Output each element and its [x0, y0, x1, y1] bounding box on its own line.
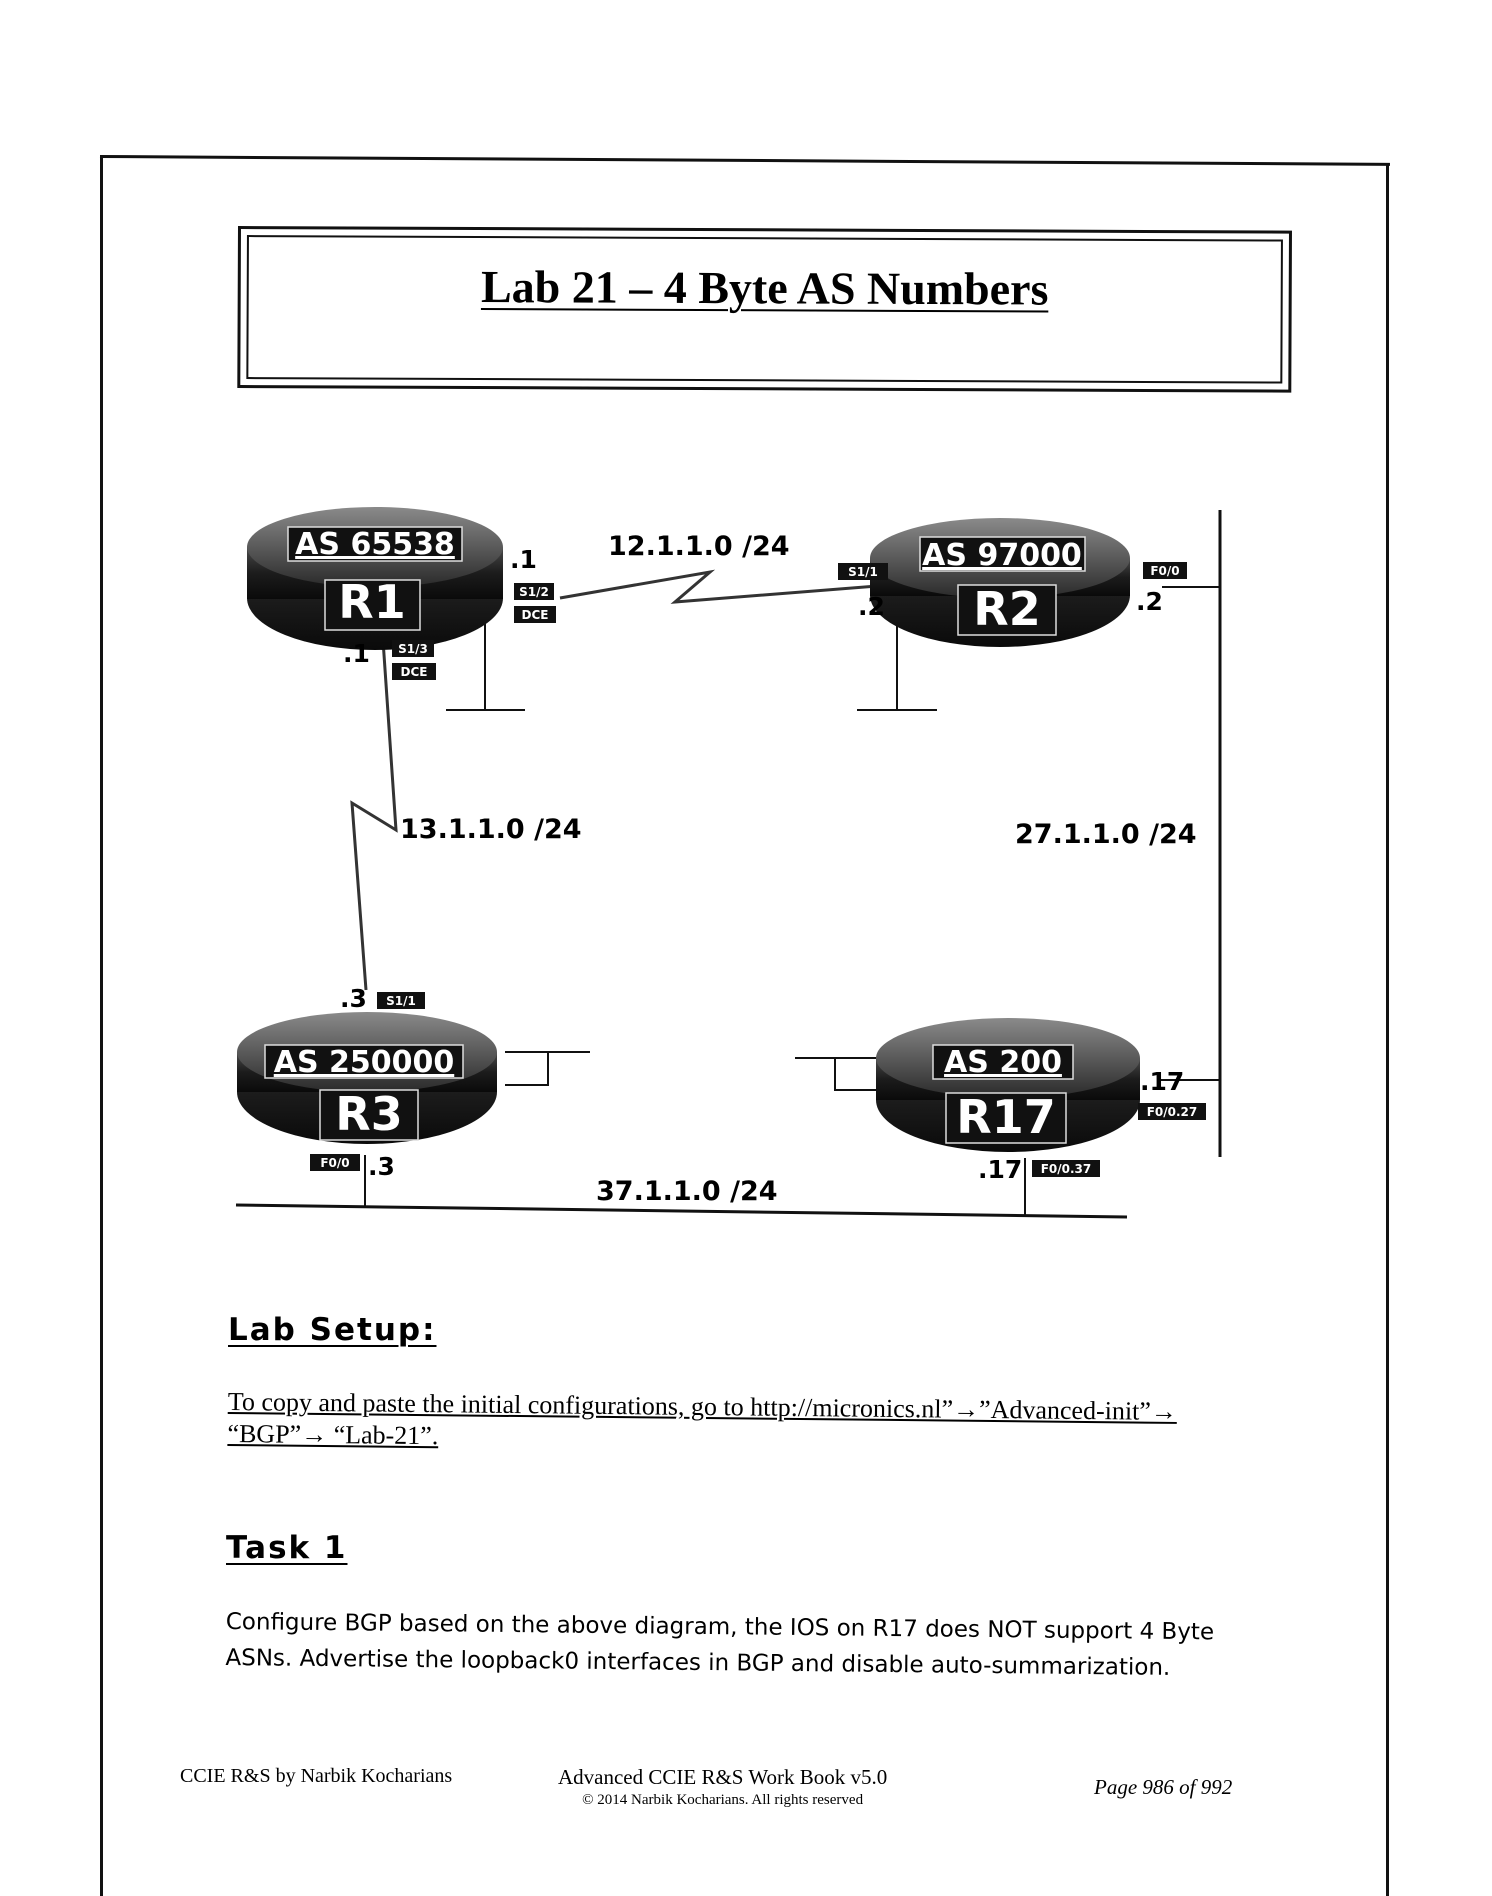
r2-as-label: AS 97000 [922, 538, 1082, 573]
network-label-12: 12.1.1.0 /24 [608, 531, 790, 562]
r1-name: R1 [338, 575, 405, 629]
network-label-37: 37.1.1.0 /24 [596, 1176, 778, 1207]
r2-s11-tag: S1/1 [848, 565, 878, 579]
r1-s12-ip: .1 [510, 545, 537, 574]
r3-name: R3 [335, 1087, 402, 1141]
r17-f037-tag: F0/0.37 [1041, 1162, 1092, 1176]
r1-s12-tag: S1/2 [519, 585, 549, 599]
link-r1-r2-serial [559, 569, 891, 604]
r1-loopback-stub [446, 618, 525, 711]
footer-copyright: © 2014 Narbik Kocharians. All rights res… [582, 1792, 864, 1808]
page-frame-right [1386, 164, 1389, 1896]
footer-author: CCIE R&S by Narbik Kocharians [180, 1765, 453, 1787]
r3-as-label: AS 250000 [274, 1045, 455, 1080]
router-r17 [876, 1018, 1140, 1152]
footer-book-title: Advanced CCIE R&S Work Book v5.0 [558, 1765, 888, 1789]
r2-name: R2 [973, 582, 1040, 636]
footer-book: Advanced CCIE R&S Work Book v5.0 © 2014 … [558, 1765, 887, 1809]
link-r3-r17-ethernet [235, 1203, 1128, 1219]
lab-setup-text: To copy and paste the initial configurat… [227, 1387, 1178, 1451]
r17-as-label: AS 200 [944, 1045, 1062, 1080]
task1-heading: Task 1 [226, 1530, 348, 1566]
task1-text: Configure BGP based on the above diagram… [225, 1608, 1215, 1681]
r1-s12-dce-tag: DCE [522, 608, 549, 622]
link-r1-r3-serial [350, 639, 398, 991]
network-topology-diagram: AS 65538 R1 AS 97000 R2 AS 250000 R3 AS … [235, 507, 1222, 1219]
r3-s11-ip: .3 [340, 984, 367, 1013]
r1-s13-dce-tag: DCE [401, 665, 428, 679]
network-label-13: 13.1.1.0 /24 [400, 814, 582, 845]
r2-f00-tag: F0/0 [1150, 564, 1179, 578]
router-r1 [247, 507, 503, 650]
r17-f027-ip: .17 [1140, 1067, 1184, 1096]
footer-page-number: Page 986 of 992 [1094, 1775, 1233, 1799]
r2-f00-ip: .2 [1136, 587, 1163, 616]
r3-loopback-stub [505, 1051, 590, 1086]
r2-loopback-stub [857, 620, 937, 711]
r2-s11-ip: .2 [858, 592, 885, 621]
router-r2 [870, 518, 1130, 647]
r17-f037-ip: .17 [978, 1155, 1022, 1184]
r3-s11-tag: S1/1 [386, 994, 416, 1008]
r3-f00-ip: .3 [368, 1152, 395, 1181]
r3-f00-tag: F0/0 [320, 1156, 349, 1170]
r17-name: R17 [956, 1090, 1055, 1144]
network-label-27: 27.1.1.0 /24 [1015, 819, 1197, 850]
router-r3 [237, 1012, 497, 1144]
r1-s13-tag: S1/3 [398, 642, 428, 656]
lab-setup-heading: Lab Setup: [228, 1312, 437, 1348]
r1-as-label: AS 65538 [295, 527, 455, 562]
r17-f027-tag: F0/0.27 [1147, 1105, 1198, 1119]
page-frame-left [100, 156, 103, 1896]
r1-s13-ip: .1 [343, 639, 370, 668]
r17-loopback-stub [795, 1057, 888, 1091]
